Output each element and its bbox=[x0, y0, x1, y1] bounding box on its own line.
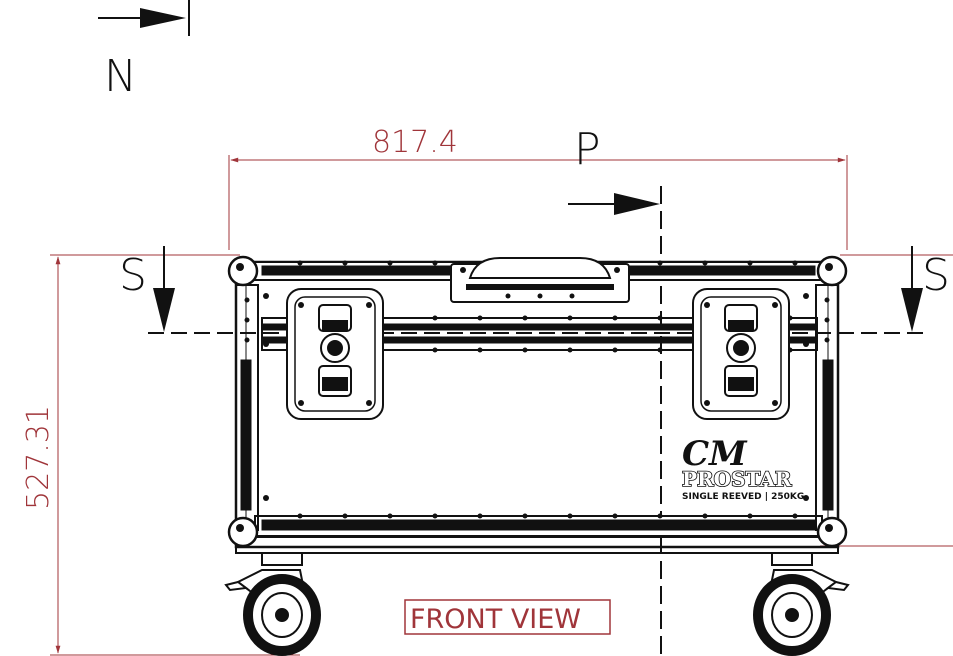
latch-left bbox=[286, 288, 384, 420]
section-p-arrow bbox=[568, 186, 662, 656]
section-p-label: P bbox=[574, 124, 601, 175]
section-s-arrows bbox=[148, 246, 930, 334]
width-dimension bbox=[228, 155, 848, 250]
view-title: FRONT VIEW bbox=[404, 599, 611, 635]
latch-right bbox=[692, 288, 790, 420]
svg-text:PROSTAR: PROSTAR bbox=[682, 467, 792, 491]
section-s-right-label: S bbox=[922, 250, 950, 301]
svg-text:FRONT VIEW: FRONT VIEW bbox=[410, 604, 581, 635]
north-arrow bbox=[98, 0, 190, 36]
svg-text:CM: CM bbox=[682, 434, 748, 474]
top-handle bbox=[450, 257, 630, 303]
corner-caps bbox=[227, 255, 848, 548]
svg-text:SINGLE REEVED | 250KG: SINGLE REEVED | 250KG bbox=[682, 492, 804, 502]
caster-left bbox=[224, 552, 321, 656]
north-label: N bbox=[104, 51, 137, 102]
width-dimension-value: 817.4 bbox=[372, 125, 458, 160]
height-dimension-value: 527.31 bbox=[21, 405, 56, 510]
section-s-left-label: S bbox=[119, 250, 147, 301]
height-dimension bbox=[50, 254, 953, 656]
caster-right bbox=[753, 552, 850, 656]
prostar-logo: CM PROSTAR SINGLE REEVED | 250KG bbox=[681, 434, 804, 502]
